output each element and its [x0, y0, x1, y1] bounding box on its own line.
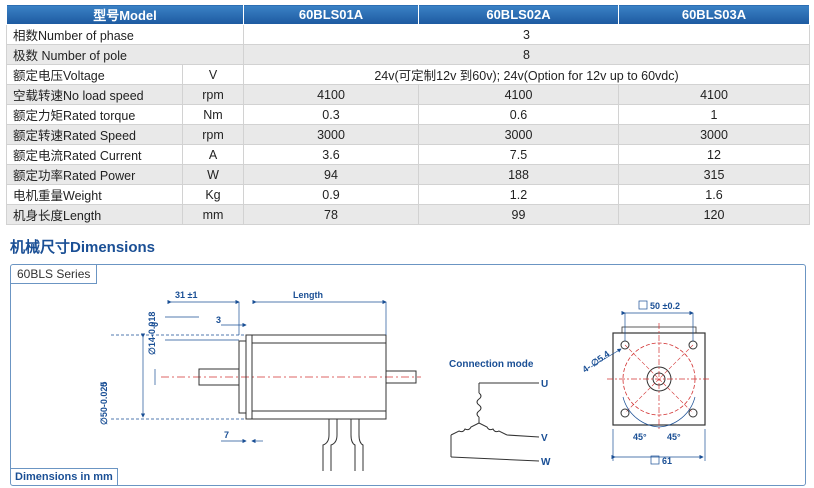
table-row: 极数 Number of pole 8: [6, 44, 810, 65]
row-param: 额定功率Rated Power: [6, 164, 183, 185]
row-value: 4100: [418, 84, 619, 105]
row-value: 1.6: [618, 184, 810, 205]
row-value: 3: [243, 24, 810, 45]
row-param: 电机重量Weight: [6, 184, 183, 205]
outer-box-label: 61: [662, 456, 672, 466]
table-row: 额定转速Rated Speed rpm 3000 3000 3000: [6, 124, 810, 145]
row-unit: rpm: [182, 84, 244, 105]
phase-u-label: U: [541, 379, 548, 390]
shaft-diameter-label: ∅14-0.018: [147, 312, 157, 355]
dimensions-title: 机械尺寸Dimensions: [10, 239, 156, 256]
table-row: 额定电流Rated Current A 3.6 7.5 12: [6, 144, 810, 165]
table-row: 空载转速No load speed rpm 4100 4100 4100: [6, 84, 810, 105]
row-value: 1.2: [418, 184, 619, 205]
shaft-zero-label: 0: [150, 322, 160, 327]
motor-front-view: [607, 323, 711, 431]
row-unit: W: [182, 164, 244, 185]
dimensions-unit-note: Dimensions in mm: [11, 468, 118, 485]
row-value: 0.9: [243, 184, 419, 205]
table-row: 电机重量Weight Kg 0.9 1.2 1.6: [6, 184, 810, 205]
header-60bls03a: 60BLS03A: [618, 4, 810, 25]
table-row: 额定力矩Rated torque Nm 0.3 0.6 1: [6, 104, 810, 125]
row-value: 0.6: [418, 104, 619, 125]
row-param: 额定电流Rated Current: [6, 144, 183, 165]
row-value: 1: [618, 104, 810, 125]
spec-table: 型号Model 60BLS01A 60BLS02A 60BLS03A 相数Num…: [6, 4, 810, 225]
row-unit: mm: [182, 204, 244, 225]
pilot-zero-label: 0: [99, 382, 109, 387]
row-value: 8: [243, 44, 810, 65]
motor-side-view: [161, 334, 421, 471]
row-param: 空载转速No load speed: [6, 84, 183, 105]
row-value: 3000: [618, 124, 810, 145]
row-value: 0.3: [243, 104, 419, 125]
row-param: 极数 Number of pole: [6, 44, 244, 65]
row-value: 94: [243, 164, 419, 185]
row-value: 3000: [418, 124, 619, 145]
row-unit: A: [182, 144, 244, 165]
row-value: 188: [418, 164, 619, 185]
row-value: 99: [418, 204, 619, 225]
table-row: 额定功率Rated Power W 94 188 315: [6, 164, 810, 185]
angle-right-label: 45°: [667, 432, 681, 442]
row-param: 额定电压Voltage: [6, 64, 183, 85]
angle-left-label: 45°: [633, 432, 647, 442]
pilot-depth-label: 3: [216, 315, 221, 325]
header-model: 型号Model: [6, 4, 244, 25]
phase-w-label: W: [541, 457, 551, 468]
row-unit: Kg: [182, 184, 244, 205]
shaft-length-label: 31 ±1: [175, 290, 197, 300]
row-param: 相数Number of phase: [6, 24, 244, 45]
row-value: 78: [243, 204, 419, 225]
row-param: 额定力矩Rated torque: [6, 104, 183, 125]
row-value: 4100: [618, 84, 810, 105]
pcd-box-label: 50 ±0.2: [650, 301, 680, 311]
row-param: 额定转速Rated Speed: [6, 124, 183, 145]
wye-connection-diagram: [450, 382, 540, 462]
row-value: 3000: [243, 124, 419, 145]
dimension-drawing: 0 ∅14-0.018 0 ∅50-0.025 31 ±1 Length 3 7…: [99, 290, 711, 471]
series-label: 60BLS Series: [11, 265, 98, 284]
row-value: 7.5: [418, 144, 619, 165]
row-unit: V: [182, 64, 244, 85]
row-value: 12: [618, 144, 810, 165]
row-unit: Nm: [182, 104, 244, 125]
front-view-dimension-lines: [590, 310, 706, 461]
row-unit: rpm: [182, 124, 244, 145]
table-row: 机身长度Length mm 78 99 120: [6, 204, 810, 225]
row-param: 机身长度Length: [6, 204, 183, 225]
row-value: 120: [618, 204, 810, 225]
body-length-label: Length: [293, 290, 323, 300]
row-value: 24v(可定制12v 到60v); 24v(Option for 12v up …: [243, 64, 810, 85]
table-row: 相数Number of phase 3: [6, 24, 810, 45]
row-value: 4100: [243, 84, 419, 105]
row-value: 315: [618, 164, 810, 185]
flange-thickness-label: 7: [224, 430, 229, 440]
mounting-holes-label: 4- ∅5.4: [580, 349, 611, 375]
dimension-drawing-frame: 0 ∅14-0.018 0 ∅50-0.025 31 ±1 Length 3 7…: [10, 264, 806, 486]
side-view-dimension-lines: [111, 299, 387, 444]
connection-mode-title: Connection mode: [449, 359, 534, 370]
row-value: 3.6: [243, 144, 419, 165]
spec-table-header: 型号Model 60BLS01A 60BLS02A 60BLS03A: [6, 4, 810, 25]
header-60bls01a: 60BLS01A: [243, 4, 419, 25]
phase-v-label: V: [541, 433, 548, 444]
table-row: 额定电压Voltage V 24v(可定制12v 到60v); 24v(Opti…: [6, 64, 810, 85]
header-60bls02a: 60BLS02A: [418, 4, 619, 25]
pilot-diameter-label: ∅50-0.025: [99, 382, 109, 425]
